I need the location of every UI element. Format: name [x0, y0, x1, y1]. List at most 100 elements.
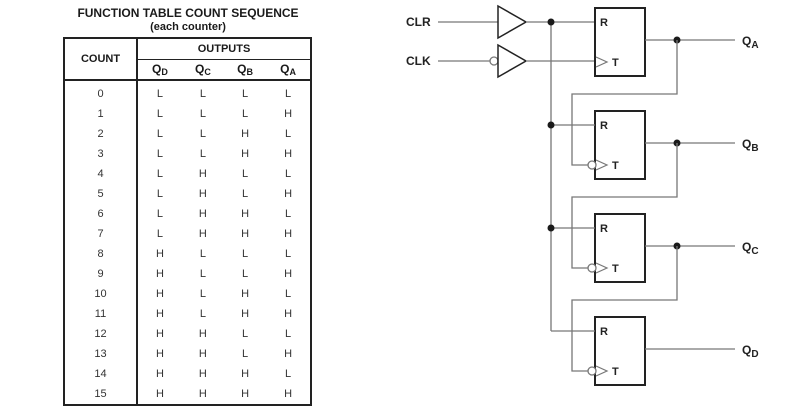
output-cell-qa: L [285, 88, 292, 100]
feedback-wire [571, 143, 678, 269]
column-base: Q [151, 61, 162, 76]
output-cell-qb: H [241, 228, 250, 240]
output-cell-qc: H [198, 388, 207, 400]
output-label-subscript: D [751, 349, 758, 360]
column-subscript: D [161, 66, 168, 77]
toggle-inverter-bubble-icon [587, 366, 597, 376]
output-label-base: Q [742, 137, 751, 151]
output-cell-qc: H [198, 328, 207, 340]
output-cell-qd: L [156, 108, 163, 120]
feedback-wire [571, 246, 678, 372]
output-cell-qa: H [284, 228, 293, 240]
reset-pin-label: R [600, 120, 608, 132]
output-cell-qb: H [241, 368, 250, 380]
junction-dot [547, 121, 555, 129]
junction-dot [547, 224, 555, 232]
junction-dot [547, 18, 555, 26]
count-cell: 11 [64, 304, 138, 324]
output-column-header: QD [137, 59, 182, 81]
output-cell-qa: L [285, 128, 292, 140]
output-cell-qd: L [156, 208, 163, 220]
count-cell: 4 [64, 164, 138, 184]
output-cell-qc: H [198, 368, 207, 380]
output-cell-qd: L [156, 128, 163, 140]
output-cell-qc: H [198, 348, 207, 360]
clr-buffer-icon [497, 4, 528, 40]
output-label-qa: QA [742, 34, 759, 51]
output-cell-qc: H [198, 208, 207, 220]
output-cell-qa: H [284, 188, 293, 200]
output-cell-qa: H [284, 268, 293, 280]
count-cell: 3 [64, 144, 138, 164]
count-cell: 5 [64, 184, 138, 204]
output-cell-qa: L [285, 208, 292, 220]
toggle-pin-label: T [612, 160, 619, 172]
table-title: FUNCTION TABLE COUNT SEQUENCE [77, 6, 299, 20]
output-cell-qb: H [241, 128, 250, 140]
table-row: 13 H H L H [64, 344, 311, 364]
toggle-pin-label: T [612, 366, 619, 378]
count-cell: 6 [64, 204, 138, 224]
flip-flop-1 [594, 7, 646, 77]
output-label-base: Q [742, 34, 751, 48]
output-cell-qa: L [285, 328, 292, 340]
output-cell-qb: H [241, 288, 250, 300]
count-cell: 13 [64, 344, 138, 364]
output-cell-qc: L [199, 248, 206, 260]
output-cell-qd: H [155, 268, 164, 280]
output-cell-qb: L [242, 108, 249, 120]
count-cell: 8 [64, 244, 138, 264]
count-cell: 7 [64, 224, 138, 244]
output-label-subscript: A [751, 40, 758, 51]
count-cell: 0 [64, 80, 138, 104]
output-cell-qa: H [284, 388, 293, 400]
output-column-header: QB [223, 59, 267, 81]
flip-flop-4 [594, 316, 646, 386]
output-cell-qa: H [284, 348, 293, 360]
count-cell: 10 [64, 284, 138, 304]
count-header: COUNT [64, 38, 138, 81]
output-cell-qa: L [285, 288, 292, 300]
column-subscript: B [246, 66, 253, 77]
output-label-subscript: C [751, 246, 758, 257]
toggle-inverter-bubble-icon [587, 263, 597, 273]
count-cell: 1 [64, 104, 138, 124]
output-column-header: QC [181, 59, 224, 81]
reset-pin-label: R [600, 326, 608, 338]
count-cell: 9 [64, 264, 138, 284]
output-cell-qb: L [242, 268, 249, 280]
output-cell-qc: H [198, 168, 207, 180]
output-cell-qb: L [242, 348, 249, 360]
clk-inverter-bubble-icon [489, 56, 499, 66]
table-subtitle: (each counter) [150, 21, 226, 33]
output-cell-qd: H [155, 328, 164, 340]
output-cell-qc: L [199, 88, 206, 100]
output-cell-qd: H [155, 348, 164, 360]
table-row: 0 L L L L [64, 80, 311, 104]
output-cell-qb: L [242, 88, 249, 100]
toggle-pin-label: T [612, 263, 619, 275]
column-subscript: C [204, 66, 211, 77]
toggle-pin-label: T [612, 57, 619, 69]
output-cell-qa: H [284, 108, 293, 120]
output-cell-qb: L [242, 328, 249, 340]
output-cell-qd: L [156, 88, 163, 100]
output-label-subscript: B [751, 143, 758, 154]
clock-input-marker-icon [595, 365, 609, 377]
output-cell-qd: L [156, 228, 163, 240]
output-cell-qa: H [284, 308, 293, 320]
flip-flop-3 [594, 213, 646, 283]
output-cell-qc: L [199, 128, 206, 140]
toggle-inverter-bubble-icon [587, 160, 597, 170]
output-cell-qc: L [199, 288, 206, 300]
output-cell-qa: L [285, 248, 292, 260]
